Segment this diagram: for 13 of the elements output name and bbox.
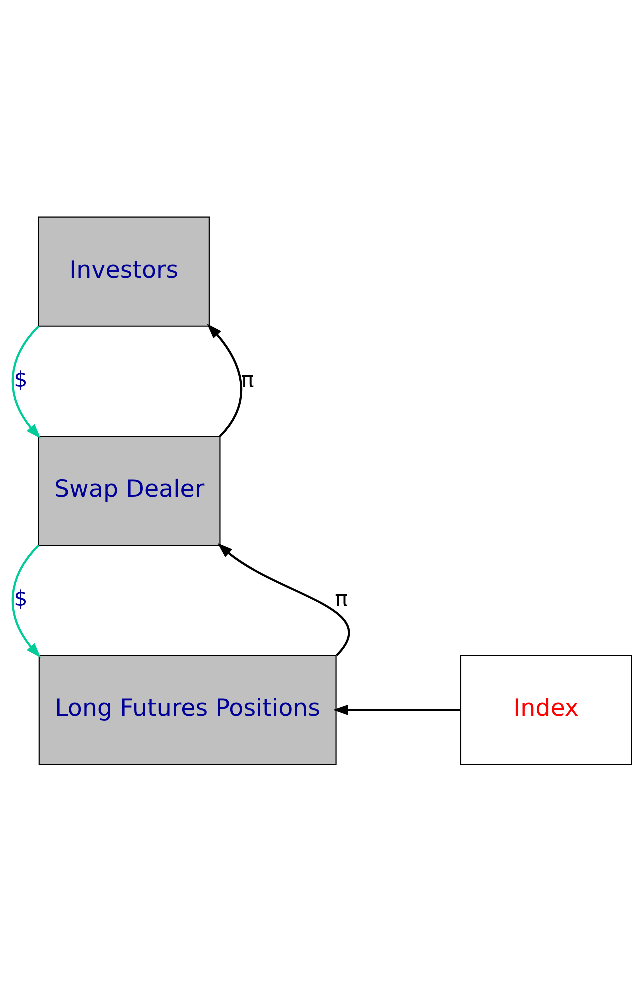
node-box: Index: [460, 655, 632, 766]
node-box: Long Futures Positions: [38, 655, 337, 766]
node-box: Investors: [38, 216, 210, 327]
edge-label: π: [335, 586, 348, 612]
arrow: [333, 704, 461, 716]
arrow: [12, 326, 42, 439]
arrow: [12, 544, 42, 658]
edge-label: $: [14, 368, 28, 393]
arrow: [207, 324, 242, 438]
node-box: Swap Dealer: [38, 436, 221, 546]
edge-label: $: [14, 586, 28, 612]
arrow: [218, 543, 350, 656]
edge-label: π: [241, 368, 254, 393]
